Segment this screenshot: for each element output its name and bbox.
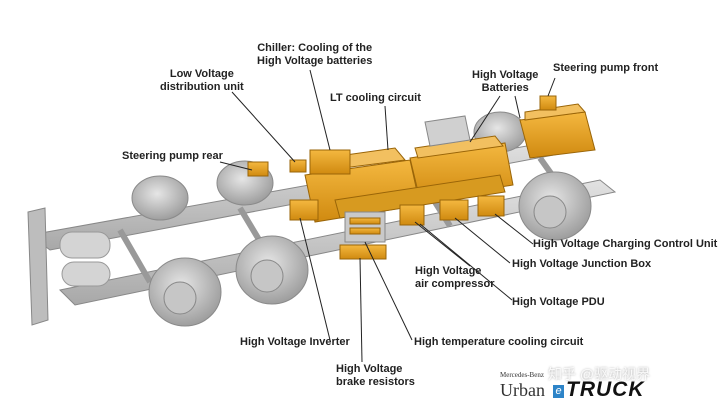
- brand-urban: Urban: [500, 380, 545, 400]
- label-ht-cooling: High temperature cooling circuit: [414, 336, 584, 348]
- leader-lines: [219, 69, 556, 363]
- inverter-unit: [289, 199, 319, 221]
- grey-module: [424, 115, 471, 147]
- brand-maker: Mercedes-Benz: [500, 371, 544, 379]
- watermark: 知乎 @驱动视界: [548, 366, 651, 382]
- charging-control-unit: [477, 195, 505, 217]
- front-battery-block: [519, 103, 596, 159]
- rear-wheel-left-1: [131, 175, 189, 221]
- brand-truck: TRUCK: [566, 378, 645, 401]
- label-inverter: High Voltage Inverter: [240, 336, 350, 348]
- label-pdu: High Voltage PDU: [512, 296, 605, 308]
- brake-resistor-unit: [339, 244, 387, 260]
- rear-wheel-right-2: [235, 235, 309, 305]
- front-wheel-right: [518, 171, 592, 241]
- label-junction-box: High Voltage Junction Box: [512, 258, 652, 270]
- low-voltage-unit: [289, 159, 307, 173]
- chiller-unit: [309, 149, 351, 175]
- steering-pump-front: [539, 95, 557, 111]
- label-charging-control: High Voltage Charging Control Unit: [533, 238, 718, 250]
- label-steering-rear: Steering pump rear: [122, 150, 223, 162]
- rear-wheel-right-1: [148, 257, 222, 327]
- brand-e-badge: e: [553, 385, 564, 398]
- battery-packs: [304, 135, 514, 223]
- label-lt-cooling: LT cooling circuit: [330, 92, 421, 104]
- steering-pump-rear: [247, 161, 269, 177]
- pdu-unit: [399, 204, 425, 226]
- junction-box-unit: [439, 199, 469, 221]
- air-compressor-unit: [344, 211, 386, 243]
- label-steering-front: Steering pump front: [553, 62, 659, 74]
